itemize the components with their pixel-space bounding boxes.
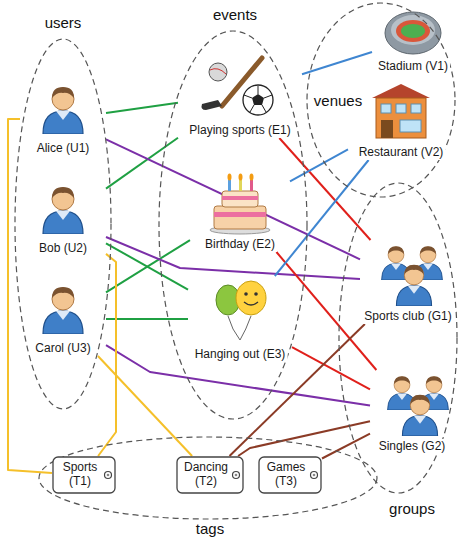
- node-label: Playing sports (E1): [187, 123, 292, 138]
- restaurant-icon: [372, 84, 430, 138]
- link-line: [106, 318, 188, 320]
- node-label: Sports club (G1): [362, 309, 453, 324]
- link-line: [275, 160, 369, 276]
- link-line: [98, 356, 192, 456]
- group-node: Singles (G2): [370, 370, 454, 454]
- event-node: Birthday (E2): [190, 166, 290, 252]
- user-node: Bob (U2): [20, 182, 106, 256]
- user-icon: [43, 87, 83, 134]
- link-line: [106, 139, 360, 259]
- balloon-icon: [216, 281, 266, 340]
- sports-icon: [202, 58, 274, 115]
- link-line: [106, 103, 178, 113]
- link-line: [302, 52, 372, 74]
- group-icon: [382, 246, 443, 306]
- link-line: [106, 345, 370, 405]
- link-line: [98, 254, 116, 456]
- node-label: Hanging out (E3): [193, 347, 288, 362]
- tag-node: Sports (T1): [52, 456, 116, 494]
- node-label: Stadium (V1): [376, 59, 450, 74]
- tag-label: Sports (T1): [52, 456, 116, 492]
- group-node: Sports club (G1): [360, 240, 456, 324]
- region-heading: tags: [194, 520, 226, 537]
- group-icon: [388, 376, 449, 436]
- node-label: Carol (U3): [33, 341, 92, 356]
- event-node: Playing sports (E1): [178, 50, 302, 138]
- region-heading: events: [211, 6, 259, 23]
- user-icon: [43, 187, 83, 234]
- node-label: Alice (U1): [35, 141, 92, 156]
- region-heading: venues: [312, 92, 364, 109]
- region-heading: groups: [387, 500, 437, 517]
- region-heading: users: [43, 14, 84, 31]
- cake-icon: [210, 174, 270, 235]
- event-node: Hanging out (E3): [188, 276, 292, 362]
- tag-node: Games (T3): [258, 456, 322, 494]
- node-label: Restaurant (V2): [357, 145, 446, 160]
- user-icon: [43, 287, 83, 334]
- node-label: Birthday (E2): [203, 237, 277, 252]
- groups-region: groupsSports club (G1)Singles (G2): [338, 182, 458, 494]
- users-region: usersAlice (U1)Bob (U2)Carol (U3): [14, 38, 112, 410]
- user-node: Carol (U3): [20, 282, 106, 356]
- venue-node: Restaurant (V2): [348, 80, 454, 160]
- link-line: [8, 119, 52, 473]
- link-line: [106, 237, 360, 279]
- user-node: Alice (U1): [20, 82, 106, 156]
- venue-node: Stadium (V1): [372, 4, 454, 74]
- tag-node: Dancing (T2): [176, 456, 244, 494]
- stadium-icon: [385, 12, 441, 54]
- tag-label: Games (T3): [258, 456, 322, 492]
- tags-region: tagsSports (T1)Dancing (T2)Games (T3): [38, 436, 378, 520]
- tag-label: Dancing (T2): [176, 456, 244, 492]
- venues-region: venues Stadium (V1) Restaurant (V2): [306, 2, 456, 198]
- events-region: eventsPlaying sports (E1)Birthday (E2)Ha…: [158, 30, 308, 420]
- node-label: Bob (U2): [37, 241, 89, 256]
- link-line: [230, 324, 365, 456]
- node-label: Singles (G2): [377, 439, 448, 454]
